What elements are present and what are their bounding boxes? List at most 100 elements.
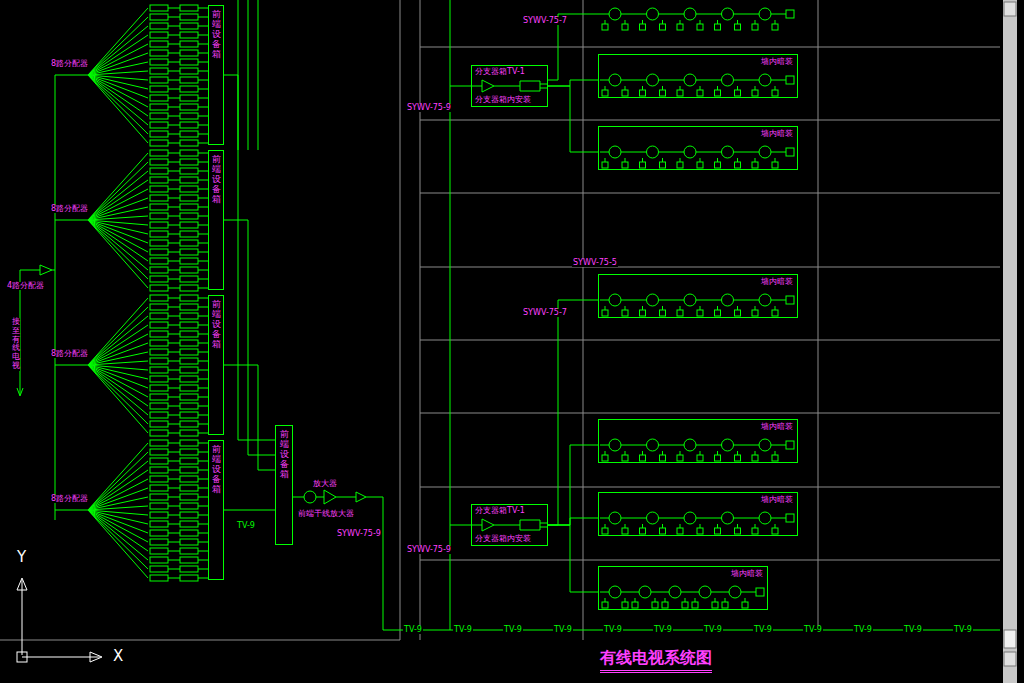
outlet-symbol bbox=[742, 602, 748, 608]
tap-symbol bbox=[684, 146, 696, 158]
outlet-box bbox=[180, 476, 198, 482]
branch-line bbox=[88, 352, 148, 365]
outlet-box bbox=[180, 95, 198, 101]
box-label: 分支器箱内安装 bbox=[474, 535, 532, 543]
outlet-box bbox=[180, 458, 198, 464]
wire bbox=[198, 578, 208, 579]
branch-line bbox=[88, 365, 148, 397]
outlet-symbol bbox=[722, 602, 728, 608]
wire bbox=[168, 343, 180, 344]
wire bbox=[198, 497, 208, 498]
tap-symbol bbox=[759, 8, 771, 20]
tap-symbol bbox=[609, 294, 621, 306]
tap-symbol bbox=[647, 512, 659, 524]
outlet-symbol bbox=[752, 310, 758, 316]
outlet-box bbox=[180, 131, 198, 137]
wire bbox=[316, 497, 324, 498]
annotation: SYWV-75-7 bbox=[522, 17, 568, 25]
wire bbox=[717, 20, 718, 24]
wire bbox=[168, 497, 180, 498]
outlet-symbol bbox=[752, 528, 758, 534]
wire bbox=[168, 288, 180, 289]
axis-label: X bbox=[112, 649, 124, 664]
outlet-row-box: 墙内暗装 bbox=[598, 126, 798, 170]
wire bbox=[695, 598, 696, 602]
branch-line bbox=[88, 452, 148, 510]
outlet-box bbox=[180, 231, 198, 237]
wire bbox=[168, 89, 180, 90]
branch-line bbox=[88, 365, 148, 415]
wire bbox=[168, 261, 180, 262]
outlet-box bbox=[180, 557, 198, 563]
outlet-box bbox=[180, 530, 198, 536]
row-heading: 墙内暗装 bbox=[730, 570, 764, 578]
outlet-box bbox=[150, 358, 168, 364]
tap-symbol bbox=[684, 439, 696, 451]
wire bbox=[168, 452, 180, 453]
cable-connector bbox=[224, 220, 275, 455]
outlet-box bbox=[150, 5, 168, 11]
wire bbox=[168, 542, 180, 543]
cable-tag: TV-9 bbox=[553, 626, 573, 634]
outlet-symbol bbox=[715, 310, 721, 316]
outlet-box bbox=[150, 521, 168, 527]
outlet-box bbox=[180, 32, 198, 38]
diagram-title: 有线电视系统图 bbox=[600, 648, 712, 673]
wire bbox=[198, 279, 208, 280]
wire bbox=[198, 35, 208, 36]
wire bbox=[662, 306, 663, 310]
cable-tag: TV-9 bbox=[236, 522, 256, 530]
outlet-box bbox=[180, 222, 198, 228]
branch-line bbox=[88, 75, 148, 143]
outlet-symbol bbox=[622, 528, 628, 534]
wire bbox=[198, 370, 208, 371]
outlet-box bbox=[180, 285, 198, 291]
outlet-symbol bbox=[692, 602, 698, 608]
cable-connector bbox=[548, 525, 598, 592]
outlet-symbol bbox=[677, 24, 683, 30]
branch-line bbox=[88, 220, 148, 243]
outlet-symbol bbox=[697, 24, 703, 30]
equipment-box: 前端设备箱 bbox=[208, 295, 224, 435]
branch-line bbox=[88, 510, 148, 560]
wire bbox=[198, 162, 208, 163]
outlet-box bbox=[150, 458, 168, 464]
cable-connector bbox=[224, 75, 275, 440]
outlet-symbol bbox=[660, 455, 666, 461]
outlet-symbol bbox=[715, 455, 721, 461]
wire bbox=[755, 306, 756, 310]
wire bbox=[168, 325, 180, 326]
wire bbox=[168, 569, 180, 570]
wire bbox=[198, 433, 208, 434]
outlet-box bbox=[150, 285, 168, 291]
wire bbox=[198, 116, 208, 117]
outlet-box bbox=[180, 512, 198, 518]
outlet-box bbox=[180, 313, 198, 319]
cable-connector bbox=[224, 510, 275, 511]
outlet-box bbox=[150, 213, 168, 219]
outlet-box bbox=[180, 5, 198, 11]
wire bbox=[55, 75, 88, 76]
outlet-box bbox=[180, 376, 198, 382]
wire bbox=[198, 243, 208, 244]
outlet-box bbox=[180, 177, 198, 183]
wire bbox=[700, 451, 701, 455]
wire bbox=[625, 86, 626, 90]
wire bbox=[168, 62, 180, 63]
outlet-box bbox=[180, 86, 198, 92]
outlet-box bbox=[180, 195, 198, 201]
axis-label: Y bbox=[16, 550, 27, 565]
axis-origin bbox=[17, 652, 27, 662]
wire bbox=[680, 158, 681, 162]
outlet-box bbox=[180, 159, 198, 165]
branch-line bbox=[88, 365, 148, 424]
box-label: 前端设备箱 bbox=[212, 10, 221, 59]
outlet-box bbox=[150, 168, 168, 174]
row-heading: 墙内暗装 bbox=[760, 496, 794, 504]
outlet-symbol bbox=[682, 602, 688, 608]
wire bbox=[20, 270, 40, 271]
outlet-box bbox=[150, 104, 168, 110]
cable-connector bbox=[224, 365, 275, 470]
outlet-box bbox=[150, 322, 168, 328]
branch-line bbox=[88, 343, 148, 365]
